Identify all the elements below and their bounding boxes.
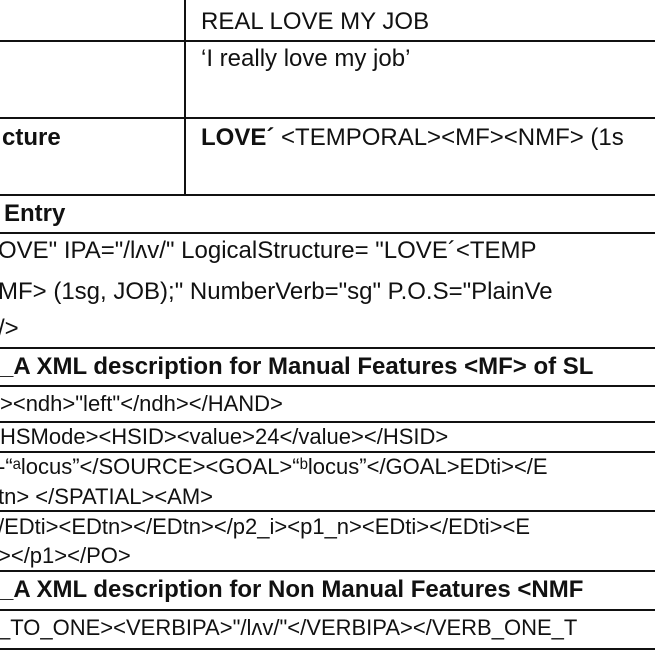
row-divider [0,451,655,453]
row-divider [0,117,655,119]
translation-text: ‘I really love my job’ [201,45,411,72]
row-divider [0,385,655,387]
entry-line: MF> (1sg, JOB);" NumberVerb="sg" P.O.S="… [0,278,553,305]
logical-structure-label: cture [2,124,61,151]
logical-structure-args: <TEMPORAL><MF><NMF> (1s [274,124,624,151]
mf-line: /EDti><EDtn></EDtn></p2_i><p1_n><EDti></… [0,514,531,539]
mf-line: -“ᵃlocus”</SOURCE><GOAL>“ᵇlocus”</GOAL>E… [0,454,548,479]
logical-structure-predicate: LOVE´ [201,124,275,151]
row-divider [0,421,655,423]
column-divider [184,0,186,195]
row-divider [0,232,655,234]
row-divider [0,570,655,572]
logical-structure-value: LOVE´ <TEMPORAL><MF><NMF> (1s [201,126,624,150]
mf-line: ></p1></PO> [0,543,131,568]
mf-line: HSMode><HSID><value>24</value></HSID> [0,424,449,449]
row-divider [0,347,655,349]
entry-line: OVE" IPA="/lʌv/" LogicalStructure= "LOVE… [0,237,537,264]
nmf-heading: _A XML description for Non Manual Featur… [0,576,584,603]
row-divider [0,40,655,42]
row-divider [0,194,655,196]
mf-heading: _A XML description for Manual Features <… [0,353,594,380]
mf-line: tn> </SPATIAL><AM> [0,484,214,509]
row-divider [0,510,655,512]
gloss-text: REAL LOVE MY JOB [201,8,430,35]
entry-line: /> [0,315,19,342]
row-divider [0,609,655,611]
nmf-line: _TO_ONE><VERBIPA>"/lʌv/"</VERBIPA></VERB… [0,615,578,640]
entry-heading: Entry [4,200,66,227]
row-divider [0,648,655,650]
mf-line: ><ndh>"left"</ndh></HAND> [0,391,283,416]
